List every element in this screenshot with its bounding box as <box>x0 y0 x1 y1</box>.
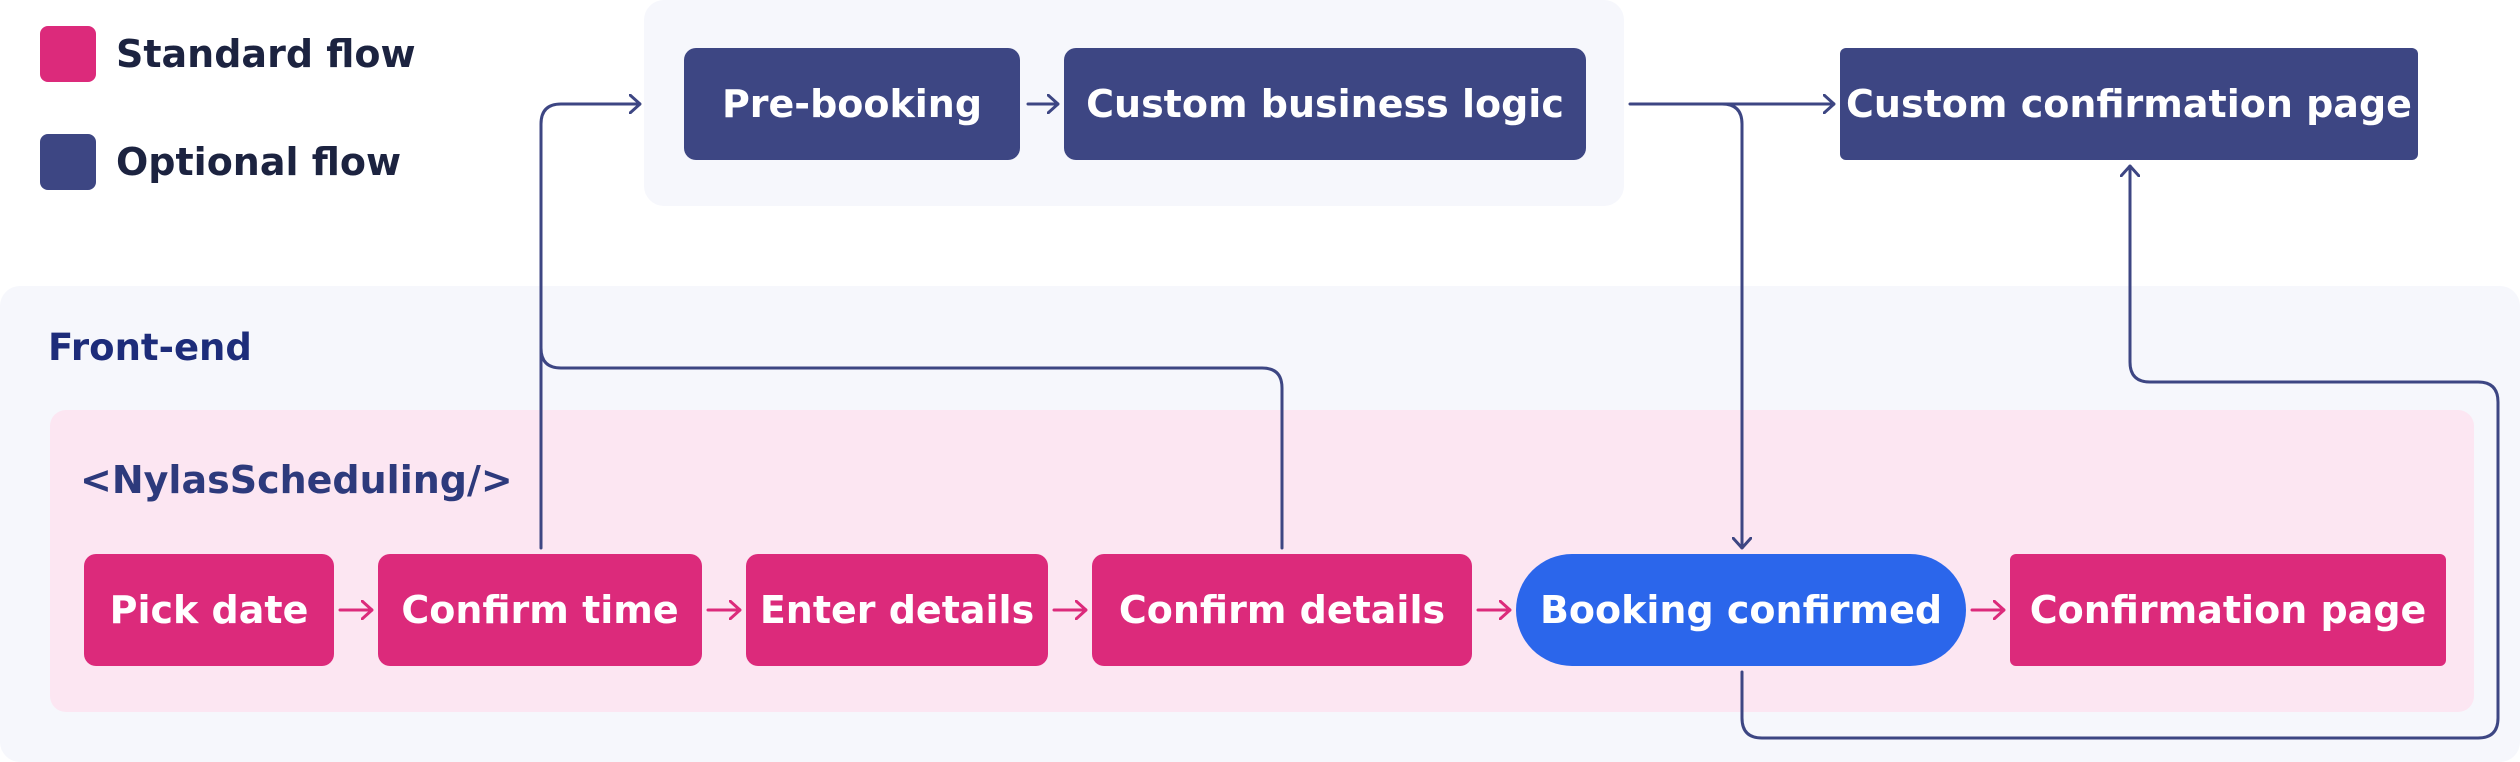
pick-date-node: Pick date <box>84 554 334 666</box>
frontend-label: Front-end <box>48 326 252 369</box>
confirm-details-node: Confirm details <box>1092 554 1472 666</box>
custom-confirmation-page-node: Custom confirmation page <box>1840 48 2418 160</box>
enter-details-node: Enter details <box>746 554 1048 666</box>
connector-confirm-time-to-prebooking <box>539 104 642 550</box>
optional-flow-swatch <box>40 134 96 190</box>
connector-custom-logic-to-booking <box>1720 102 1742 550</box>
nylas-scheduling-label: <NylasScheduling/> <box>80 458 513 502</box>
standard-flow-swatch <box>40 26 96 82</box>
connector-confirm-details-to-prebooking <box>539 346 1284 550</box>
connector-booking-to-custom-confirmation <box>1740 164 2500 740</box>
pre-booking-node: Pre-booking <box>684 48 1020 160</box>
custom-business-logic-node: Custom business logic <box>1064 48 1586 160</box>
booking-confirmed-node: Booking confirmed <box>1516 554 1966 666</box>
confirm-time-node: Confirm time <box>378 554 702 666</box>
optional-flow-legend-label: Optional flow <box>116 140 402 184</box>
confirmation-page-node: Confirmation page <box>2010 554 2446 666</box>
standard-flow-legend-label: Standard flow <box>116 32 416 76</box>
